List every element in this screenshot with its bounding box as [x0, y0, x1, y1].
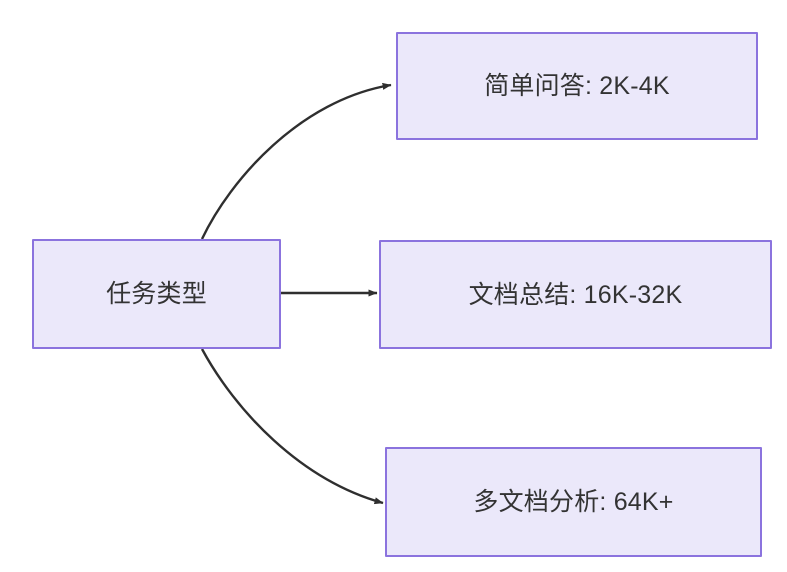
node-multi-doc-label: 多文档分析: 64K+ [473, 488, 674, 516]
node-simple-qa-label: 简单问答: 2K-4K [484, 72, 670, 100]
node-task-type-label: 任务类型 [106, 280, 207, 308]
node-doc-summary[interactable]: 文档总结: 16K-32K [379, 240, 772, 349]
edge-root-to-simple-qa [200, 82, 392, 240]
edge-root-to-multi-doc [200, 348, 384, 505]
node-multi-doc[interactable]: 多文档分析: 64K+ [385, 447, 762, 557]
node-task-type[interactable]: 任务类型 [32, 239, 281, 349]
node-simple-qa[interactable]: 简单问答: 2K-4K [396, 32, 758, 140]
node-doc-summary-label: 文档总结: 16K-32K [468, 280, 683, 309]
